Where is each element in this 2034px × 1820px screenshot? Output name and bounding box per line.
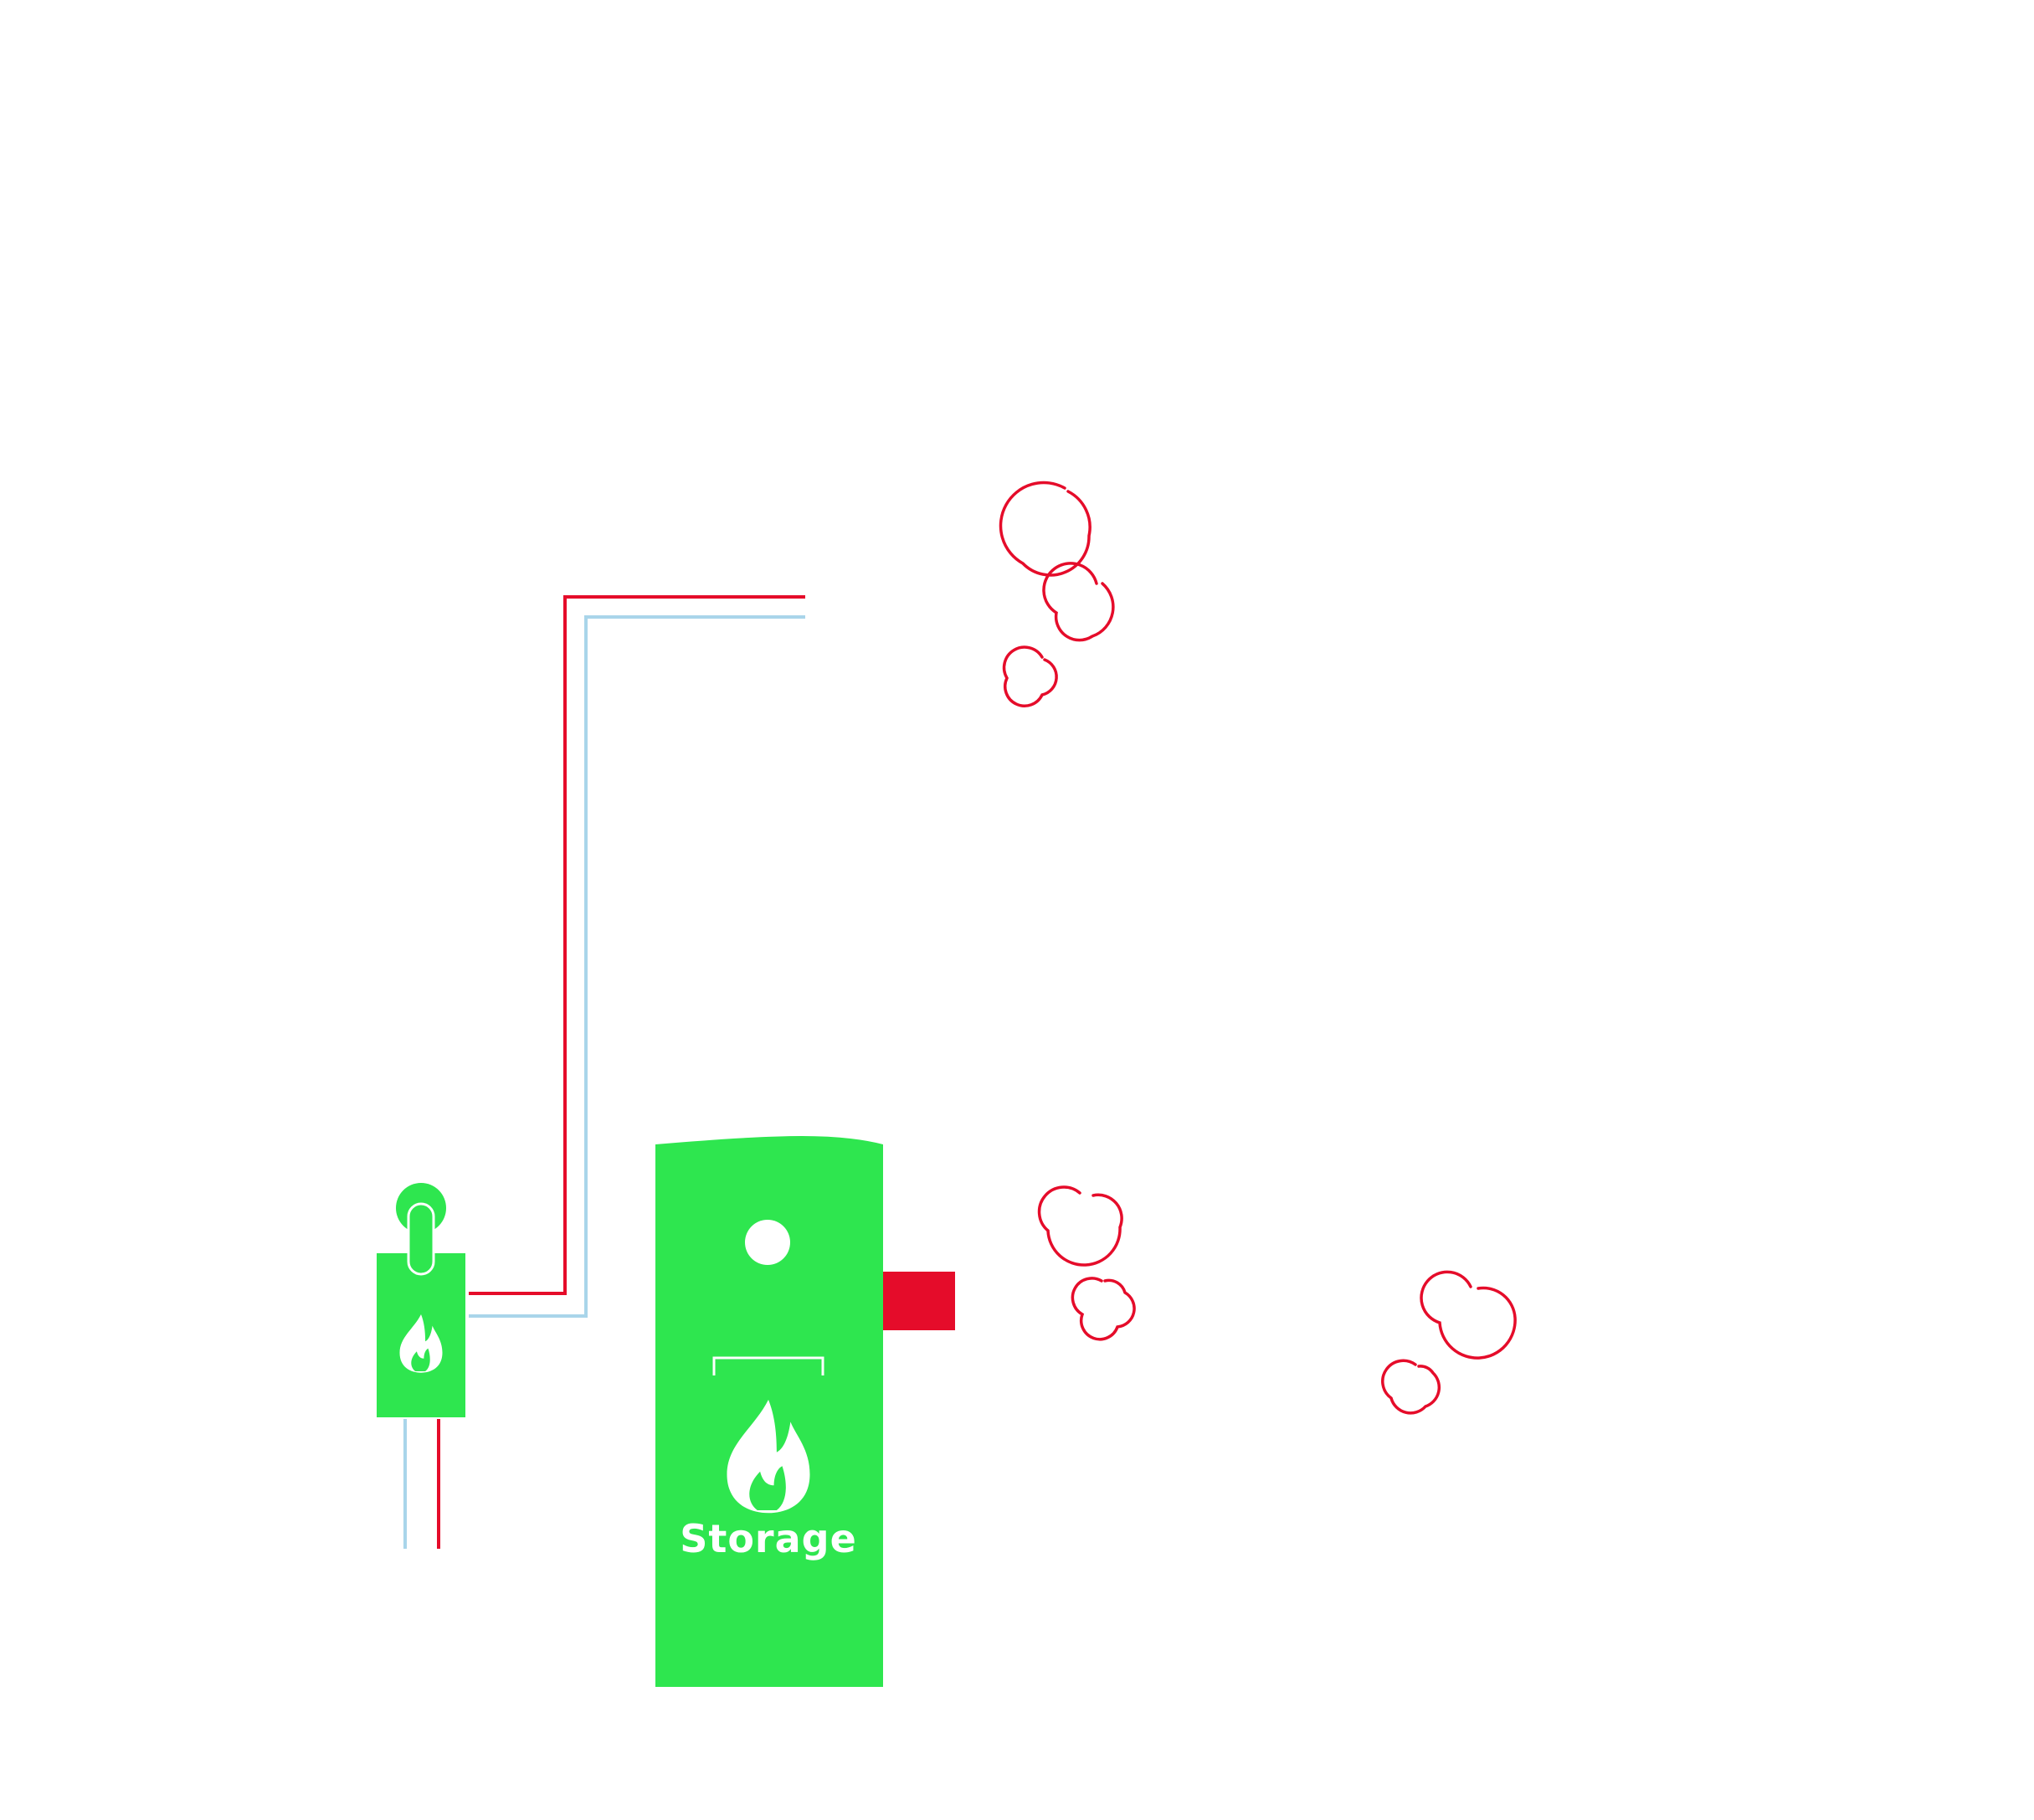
steam-cloud-icon xyxy=(1037,1185,1136,1341)
storage-tank: Storage xyxy=(655,1136,883,1687)
cold-water-pipe xyxy=(469,615,805,1318)
small-heater xyxy=(377,1183,465,1417)
flame-icon xyxy=(399,1314,443,1373)
flame-icon xyxy=(727,1400,810,1514)
storage-tank-indicator xyxy=(745,1220,790,1265)
hot-water-pipe xyxy=(469,595,805,1295)
steam-cloud-icon xyxy=(1381,1270,1517,1415)
storage-label: Storage xyxy=(680,1516,857,1561)
small-heater-vent xyxy=(407,1202,435,1276)
steam-cloud-icon xyxy=(999,481,1115,707)
storage-tank-bracket xyxy=(712,1356,824,1375)
flue-outlet xyxy=(883,1272,955,1330)
